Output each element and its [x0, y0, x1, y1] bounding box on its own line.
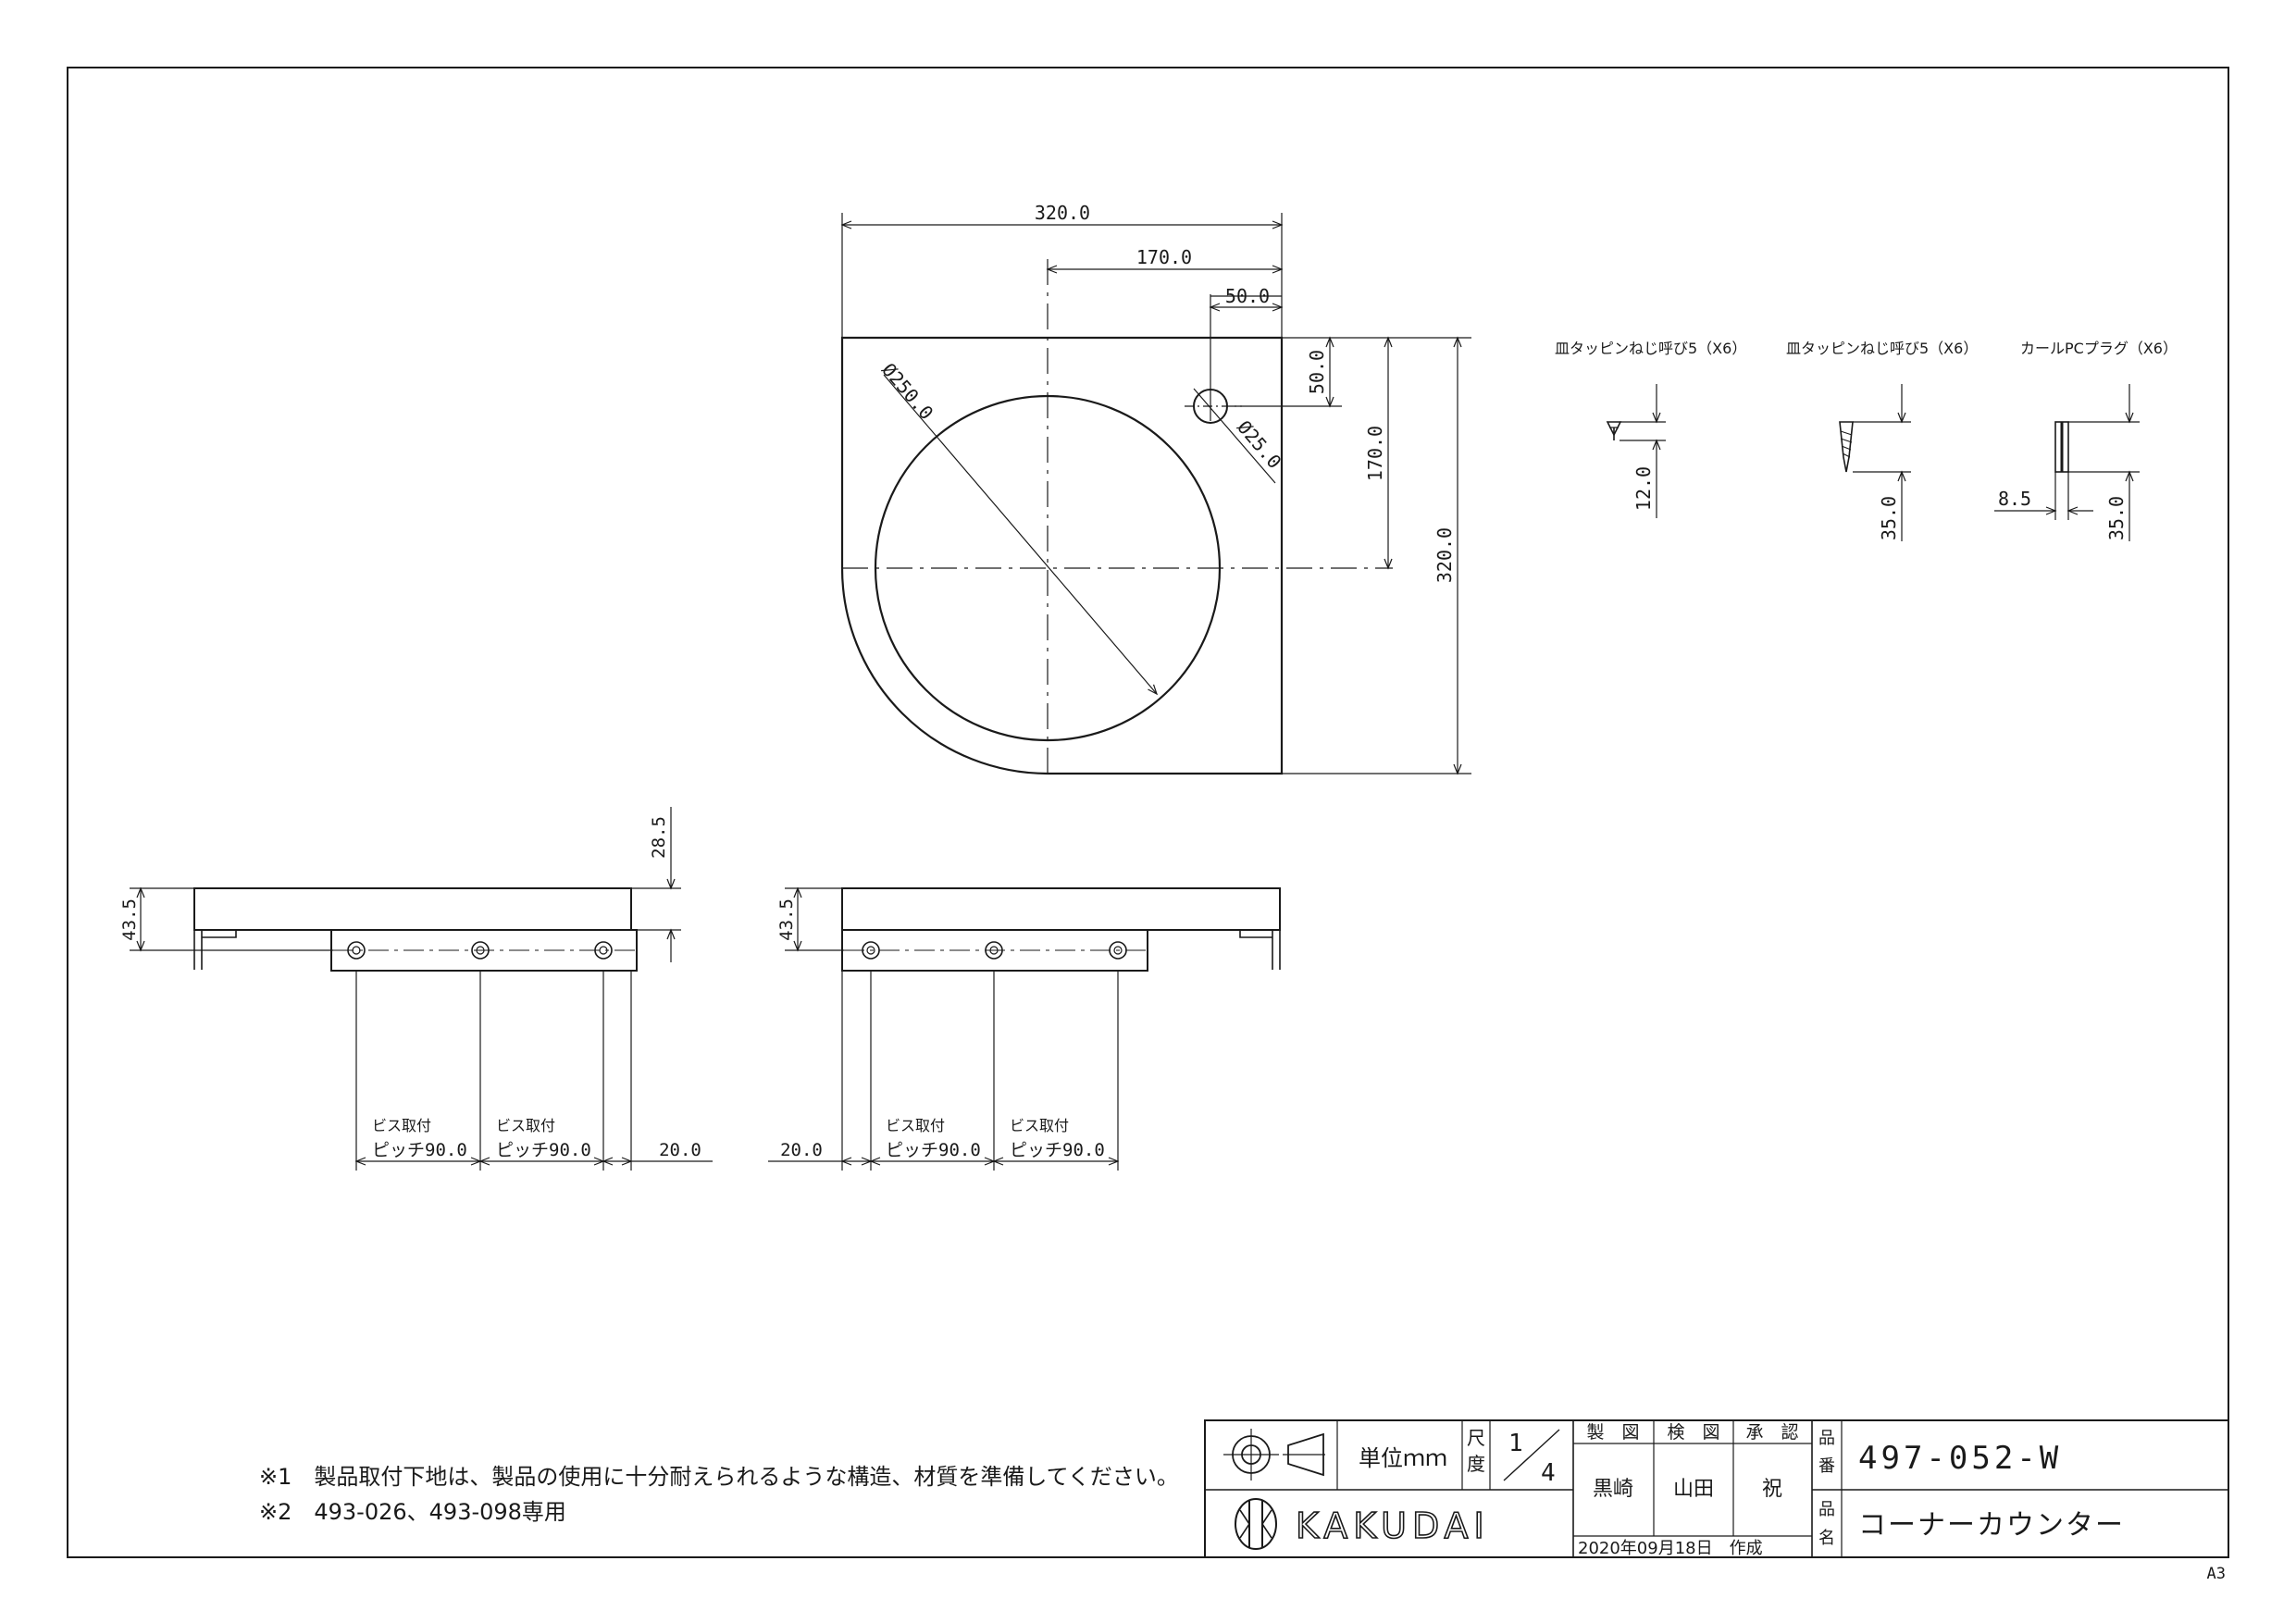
sheet-border	[67, 67, 2229, 1558]
pitch-label-right-1b: ピッチ90.0	[886, 1140, 981, 1160]
dim-part-3b: 8.5	[1998, 488, 2031, 510]
part-name-label-bottom: 名	[1818, 1529, 1835, 1548]
title-block: 単位ｍｍ 尺 度 1 4 製 図 検 図 承 認 黒崎 山田 祝 2020年09…	[1204, 1419, 2229, 1558]
front-view-right: 43.5 20.0 ビス取付 ピッチ90.0 ビス取付 ピッチ90.0	[768, 886, 1281, 1171]
hole-diameter-leader	[1193, 388, 1276, 484]
dim-part-1: 12.0	[1632, 466, 1655, 511]
note-2: ※2 493-026、493-098専用	[259, 1499, 566, 1525]
scale-label-bottom: 度	[1467, 1453, 1485, 1475]
dim-bracket-height: 28.5	[649, 816, 669, 859]
dim-thickness-right: 43.5	[776, 898, 797, 941]
checked-by: 山田	[1673, 1478, 1714, 1501]
pitch-label-right-2a: ビス取付	[1010, 1117, 1069, 1134]
pitch-label-right-2b: ピッチ90.0	[1010, 1140, 1105, 1160]
part-name: コーナーカウンター	[1858, 1509, 2125, 1542]
pitch-label-right-1a: ビス取付	[886, 1117, 945, 1134]
counter-outline	[840, 336, 1284, 775]
sheet-size: A3	[2207, 1565, 2226, 1583]
short-screw-icon	[1606, 421, 1622, 440]
bowl-diameter-leader	[883, 374, 1159, 696]
dim-hole-x: 50.0	[1225, 285, 1270, 307]
company-logo-icon	[1235, 1498, 1277, 1550]
dim-center-offset: 170.0	[1136, 246, 1192, 268]
plug-icon	[2054, 421, 2069, 473]
parts-list: 皿タッピンねじ呼び5（X6） 皿タッピンねじ呼び5（X6） カールPCプラグ（X…	[1555, 340, 2178, 541]
part-name-label-top: 品	[1818, 1500, 1835, 1519]
dim-total-depth: 320.0	[1433, 527, 1456, 583]
projection-symbol-icon	[1223, 1429, 1325, 1481]
pitch-label-left-2a: ビス取付	[496, 1117, 555, 1134]
pitch-label-left-1b: ピッチ90.0	[372, 1140, 467, 1160]
checked-label: 検 図	[1667, 1422, 1719, 1443]
dim-top-width: 320.0	[1035, 202, 1090, 224]
approved-label: 承 認	[1745, 1422, 1798, 1443]
dim-edge-right: 20.0	[780, 1140, 823, 1160]
front-view-left: 43.5 28.5 ビス取付 ピッチ90.0 ビス取付 ピッチ90.0 20.0	[119, 807, 713, 1171]
part-no-label-top: 品	[1818, 1429, 1835, 1448]
dim-thickness-left: 43.5	[119, 898, 140, 941]
drawn-label: 製 図	[1586, 1422, 1639, 1443]
scale-label-top: 尺	[1467, 1427, 1485, 1449]
drawing-date: 2020年09月18日 作成	[1578, 1539, 1763, 1558]
note-1: ※1 製品取付下地は、製品の使用に十分耐えられるような構造、材質を準備してくださ…	[259, 1464, 1179, 1490]
pitch-label-left-2b: ピッチ90.0	[496, 1140, 591, 1160]
company-name: KAKUDAI	[1296, 1505, 1490, 1546]
part-label-1: 皿タッピンねじ呼び5（X6）	[1555, 340, 1746, 357]
dim-part-2: 35.0	[1878, 496, 1900, 540]
drawn-by: 黒崎	[1593, 1478, 1633, 1501]
dim-hole-y: 50.0	[1306, 350, 1328, 394]
scale-denominator: 4	[1541, 1459, 1556, 1487]
part-label-2: 皿タッピンねじ呼び5（X6）	[1786, 340, 1978, 357]
part-no-label-bottom: 番	[1818, 1456, 1835, 1476]
pitch-label-left-1a: ビス取付	[372, 1117, 431, 1134]
dim-part-3: 35.0	[2105, 496, 2128, 540]
part-number: 497-052-W	[1858, 1440, 2062, 1477]
approved-by: 祝	[1762, 1478, 1782, 1501]
part-label-3: カールPCプラグ（X6）	[2020, 340, 2178, 357]
dim-center-y: 170.0	[1364, 426, 1386, 481]
scale-divider	[1503, 1429, 1560, 1481]
scale-numerator: 1	[1508, 1430, 1523, 1457]
long-screw-icon	[1839, 421, 1854, 473]
dim-edge-left: 20.0	[659, 1140, 701, 1160]
bowl-diameter-label: Ø250.0	[877, 359, 937, 425]
plan-view: Ø250.0 Ø25.0 320.0 170.0 50.0 50.0 170.0…	[840, 202, 1471, 775]
unit-label: 単位ｍｍ	[1359, 1445, 1447, 1471]
